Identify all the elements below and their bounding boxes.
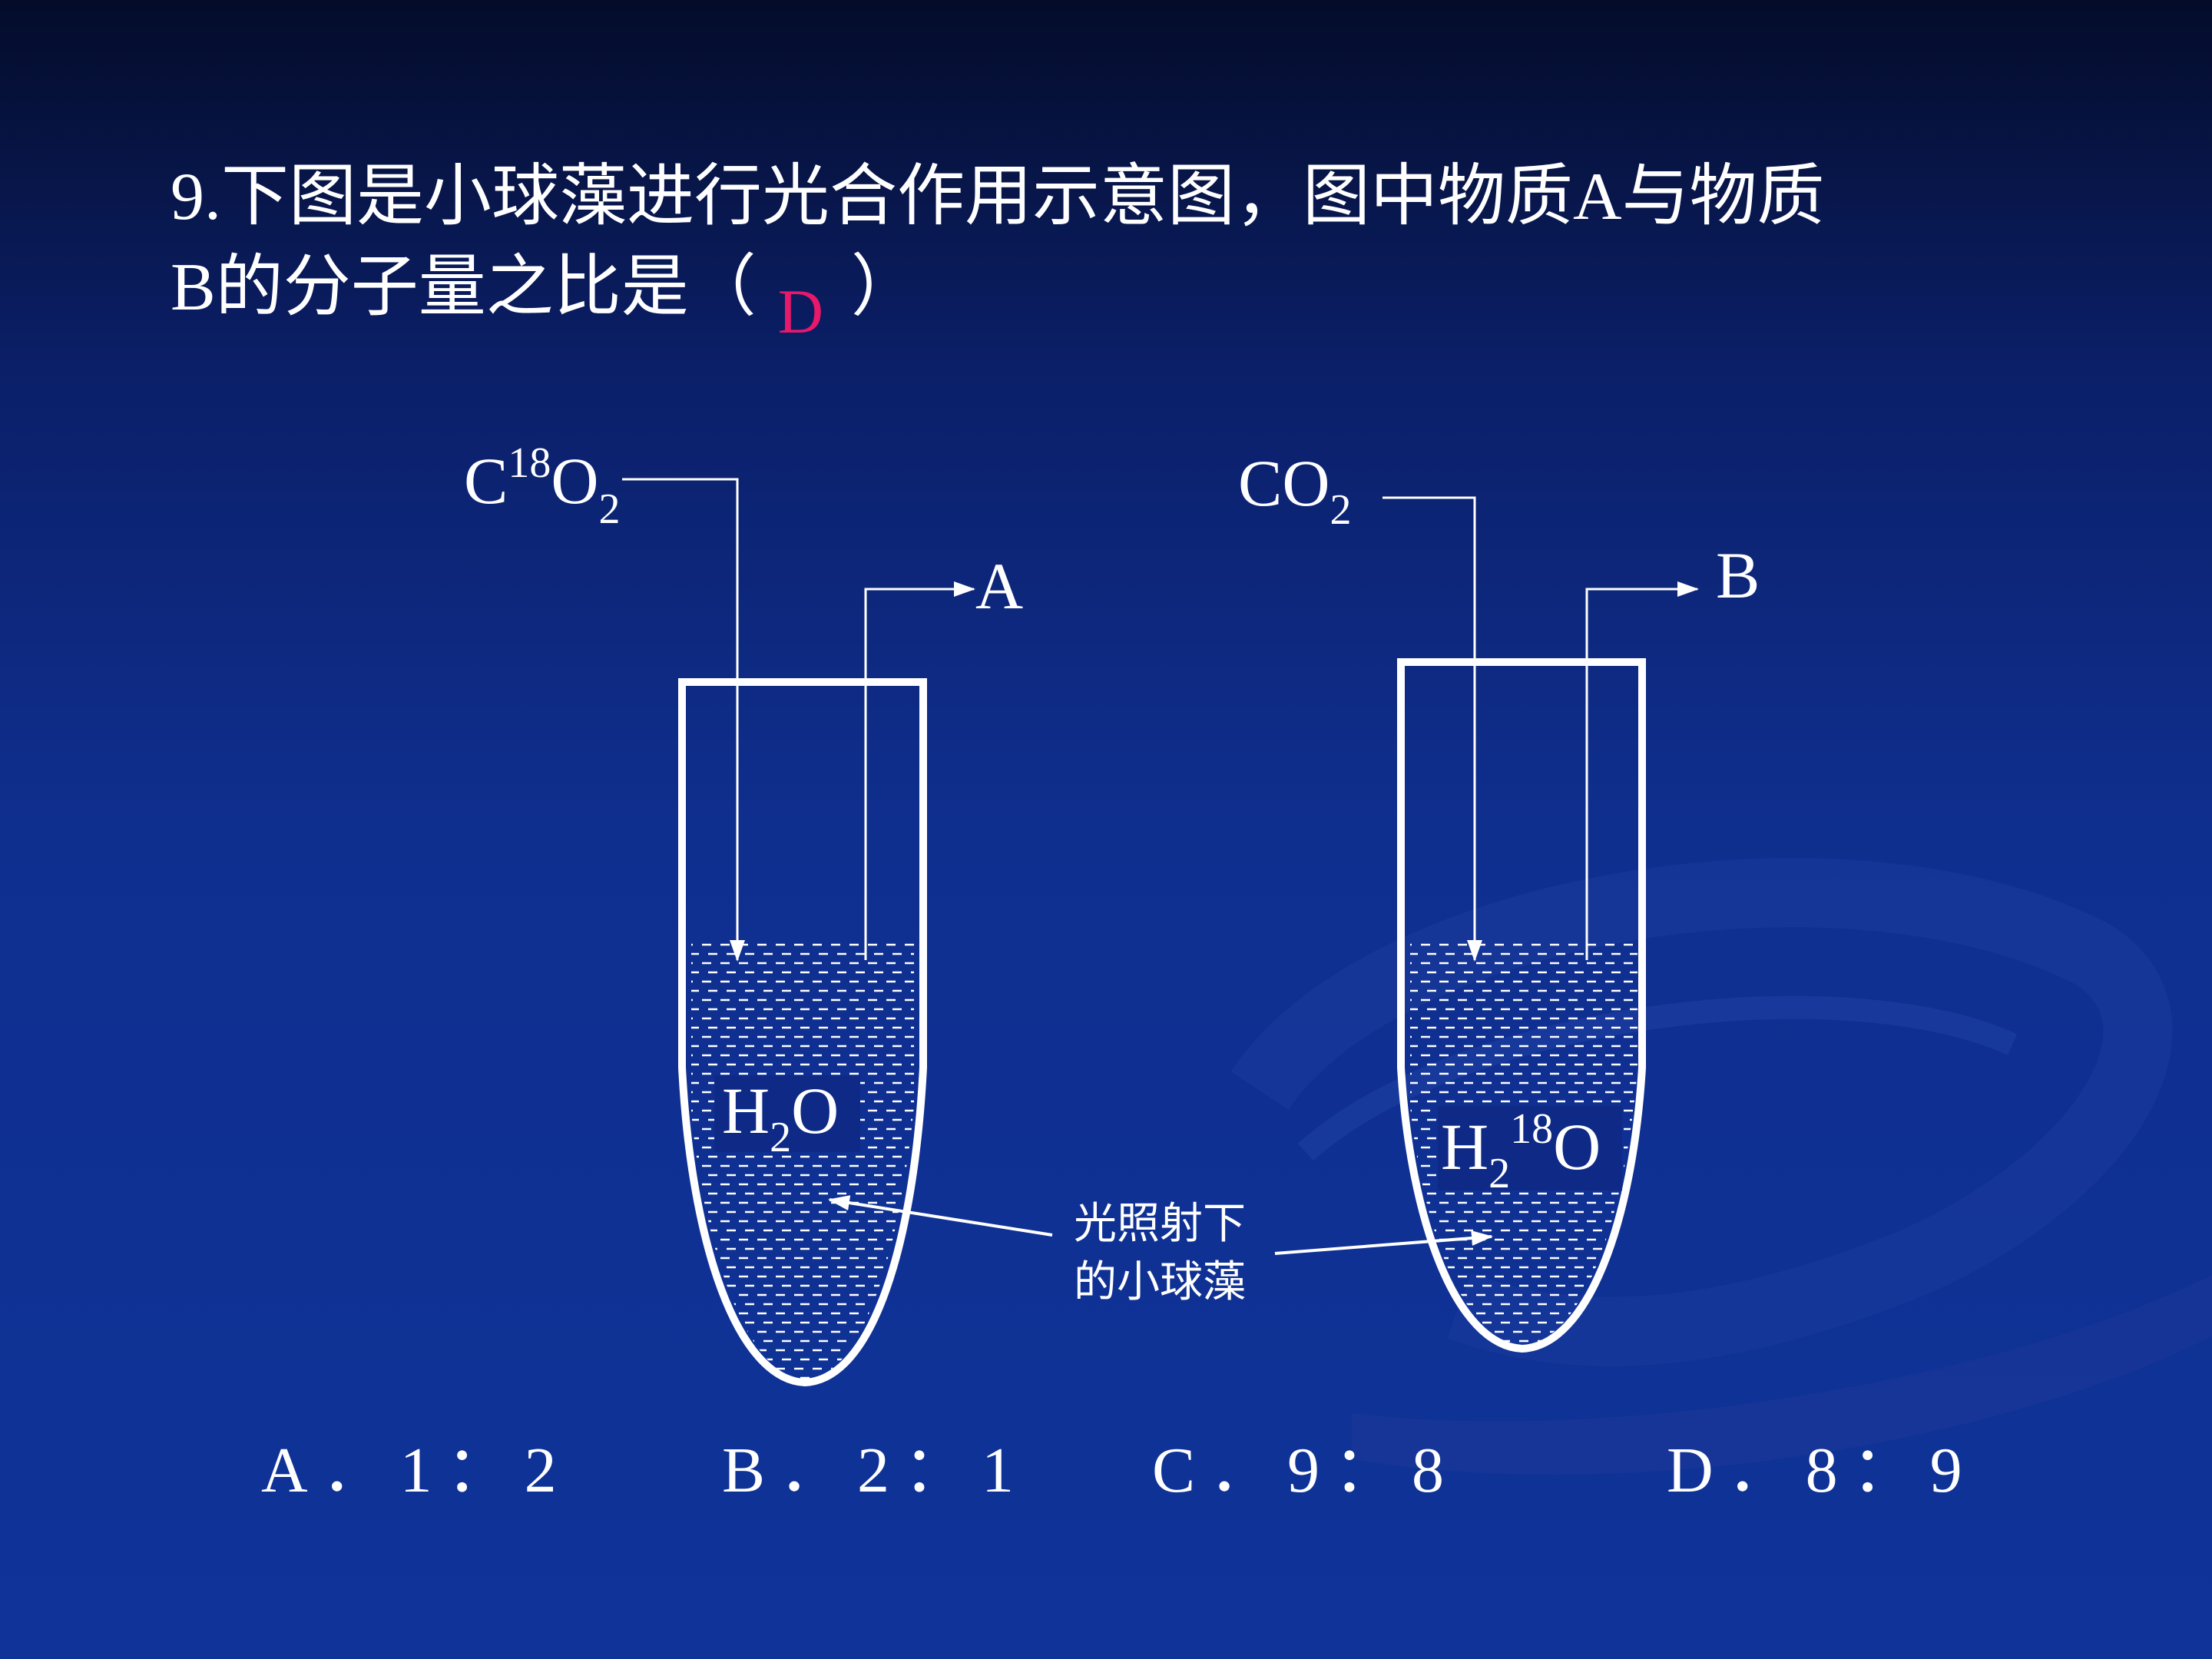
algae-note-line-2: 的小球藻 [1074,1257,1246,1307]
algae-pointer-left [828,1195,1053,1237]
right-water-label: H218O [1441,1105,1601,1197]
output-label-a: A [975,549,1023,623]
right-gas-in-arrow [1382,496,1482,962]
question-line-2: B的分子量之比是（ D ） [171,243,2045,346]
left-gas-label: C18O2 [464,439,620,533]
right-water-label-bg [1438,1106,1622,1190]
left-gas-out-arrow [864,581,975,960]
algae-callout: 光照射下 的小球藻 [828,1195,1493,1307]
output-label-b: B [1716,538,1760,612]
right-gas-out-arrow [1585,581,1699,960]
left-gas-in-arrow [622,478,745,962]
answer-mark: D [777,276,823,346]
option-d: D．8：9 [1667,1435,1976,1506]
left-test-tube: C18O2 A H2O [464,439,1023,1387]
right-gas-label: CO2 [1238,446,1351,534]
question-line-1: 9.下图是小球藻进行光合作用示意图，图中物质A与物质 [171,160,1825,234]
algae-note-line-1: 光照射下 [1074,1199,1246,1249]
right-test-tube: CO2 B H218O [1238,446,1760,1353]
left-tube-outline [678,678,927,1387]
answer-options: A．1：2 B．2：1 C．9：8 D．8：9 [261,1418,2104,1510]
question-line-2-close: ） [850,250,919,325]
left-water-label-bg [714,1075,860,1152]
right-tube-outline [1397,658,1646,1353]
option-a: A．1：2 [261,1435,571,1506]
option-c: C．9：8 [1152,1435,1459,1506]
question-line-2-text: B的分子量之比是（ [171,250,757,325]
left-water [691,939,914,1381]
option-b: B．2：1 [722,1435,1028,1506]
left-water-label: H2O [722,1074,839,1161]
question-text: 9.下图是小球藻进行光合作用示意图，图中物质A与物质 B的分子量之比是（ D ） [171,152,2045,346]
algae-pointer-right [1274,1230,1493,1255]
